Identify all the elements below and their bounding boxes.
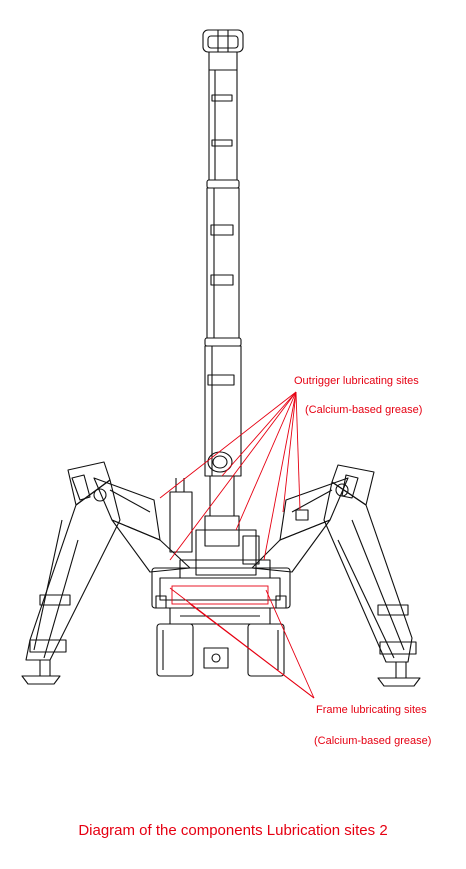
left-outrigger	[21, 461, 191, 685]
figure-caption: Diagram of the components Lubrication si…	[78, 822, 388, 839]
frame-sites-label: Frame lubricating sites	[316, 704, 427, 716]
annotation-lines	[159, 391, 315, 699]
boom-head	[202, 29, 244, 71]
outrigger-grease-label: (Calcium-based grease)	[305, 404, 423, 416]
boom-sections	[204, 69, 242, 547]
frame-grease-label: (Calcium-based grease)	[314, 735, 432, 747]
right-outrigger	[251, 464, 421, 687]
turret-base	[151, 478, 291, 625]
tracks	[156, 623, 285, 677]
crane-line-art	[21, 29, 421, 687]
outrigger-sites-label: Outrigger lubricating sites	[294, 375, 419, 387]
